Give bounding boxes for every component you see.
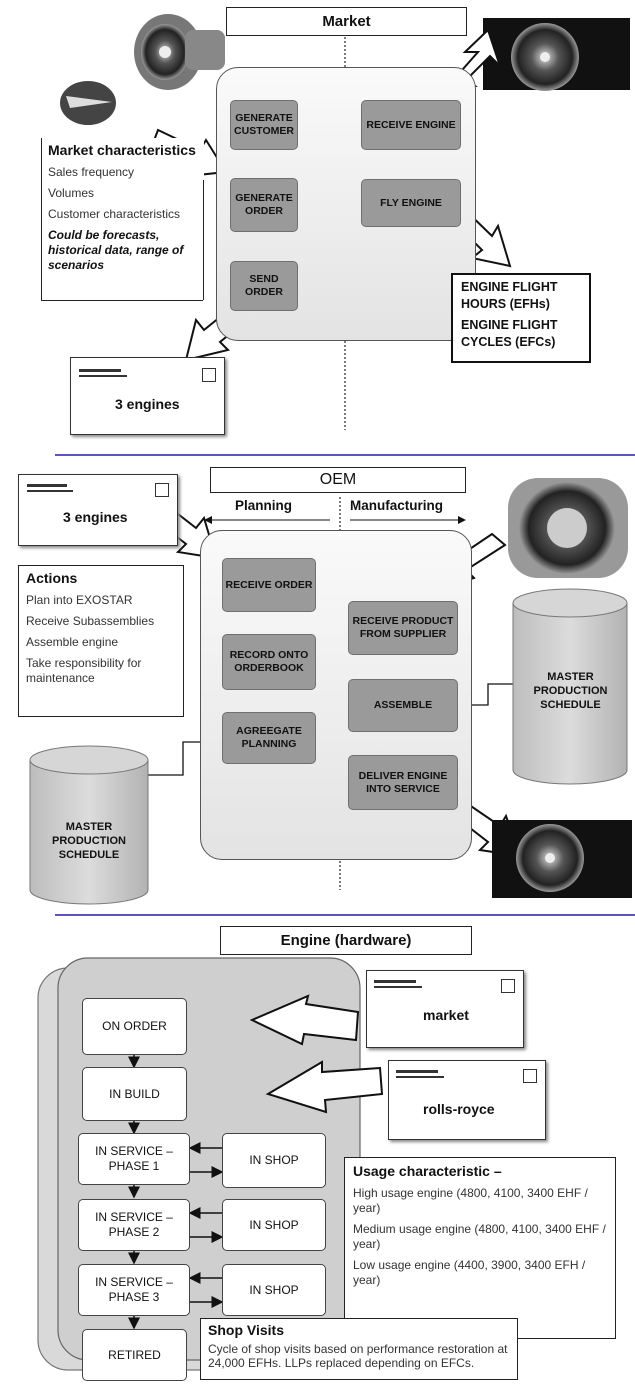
market-characteristics-title: Market characteristics [48,142,196,158]
mc-box-border-bottom [41,300,203,301]
usage-item-medium: Medium usage engine (4800, 4100, 3400 EH… [353,1222,606,1251]
shop-3[interactable]: IN SHOP [222,1264,326,1316]
usage-title: Usage characteristic [353,1163,490,1179]
envelope-market: market [366,970,524,1048]
box-receive-order[interactable]: RECEIVE ORDER [222,558,316,612]
box-generate-order[interactable]: GENERATE ORDER [230,178,298,232]
action-item-4: Take responsibility for maintenance [26,656,142,685]
action-item-2: Receive Subassemblies [26,614,155,628]
efc-label: ENGINE FLIGHT CYCLES (EFCs) [461,318,558,349]
planning-label: Planning [235,498,292,513]
state-in-service-phase-2[interactable]: IN SERVICE – PHASE 2 [78,1199,190,1251]
pratt-whitney-logo [60,81,116,125]
shop-visits-title: Shop Visits [208,1322,284,1338]
state-in-build[interactable]: IN BUILD [82,1067,187,1121]
address-line [374,986,422,988]
box-send-order[interactable]: SEND ORDER [230,261,298,311]
address-line [396,1076,444,1078]
state-in-service-phase-1[interactable]: IN SERVICE – PHASE 1 [78,1133,190,1185]
usage-item-high: High usage engine (4800, 4100, 3400 EHF … [353,1186,588,1215]
usage-title-row: Usage characteristic – [353,1163,502,1179]
box-fly-engine[interactable]: FLY ENGINE [361,179,461,227]
efh-efc-box: ENGINE FLIGHT HOURS (EFHs) ENGINE FLIGHT… [451,273,591,363]
market-title: Market [226,7,467,36]
engine-image-top [134,14,225,90]
address-line [27,490,73,492]
box-deliver-engine-into-service[interactable]: DELIVER ENGINE INTO SERVICE [348,755,458,810]
box-record-onto-orderbook[interactable]: RECORD ONTO ORDERBOOK [222,634,316,690]
mps-cylinder-left [29,745,149,905]
actions-title: Actions [26,570,78,586]
envelope-3-engines-market: 3 engines [70,357,225,435]
engine-fan-image [508,478,628,578]
state-in-service-phase-3[interactable]: IN SERVICE – PHASE 3 [78,1264,190,1316]
address-line [79,375,127,377]
manufacturing-label: Manufacturing [350,498,443,513]
envelope-label: 3 engines [63,509,128,525]
actions-box: Actions Plan into EXOSTAR Receive Subass… [18,565,184,717]
efh-label: ENGINE FLIGHT HOURS (EFHs) [461,280,558,311]
hollow-arrow-market-env [249,994,360,1046]
market-characteristics-box: Market characteristics Sales frequency V… [42,138,204,298]
mc-item-1: Sales frequency [48,165,135,179]
shop-visits-text: Cycle of shop visits based on performanc… [208,1342,508,1370]
address-line [79,369,121,372]
address-line [396,1070,438,1073]
envelope-label: rolls-royce [423,1101,495,1117]
address-line [27,484,67,487]
envelope-label: 3 engines [115,396,180,412]
oem-title: OEM [210,467,466,493]
state-retired[interactable]: RETIRED [82,1329,187,1381]
shop-2[interactable]: IN SHOP [222,1199,326,1251]
state-on-order[interactable]: ON ORDER [82,998,187,1055]
mc-item-2: Volumes [48,186,95,200]
envelope-label: market [423,1007,469,1023]
box-receive-product-from-supplier[interactable]: RECEIVE PRODUCT FROM SUPPLIER [348,601,458,655]
engine-title: Engine (hardware) [220,926,472,955]
address-line [374,980,416,983]
mc-note: Could be forecasts, historical data, ran… [48,228,184,272]
shop-visits-box: Shop Visits Cycle of shop visits based o… [200,1318,518,1380]
mc-box-border [41,138,42,300]
hollow-arrow-rr-env [265,1060,384,1114]
usage-item-low: Low usage engine (4400, 3900, 3400 EFH /… [353,1258,586,1287]
stamp-icon [202,368,216,382]
stamp-icon [501,979,515,993]
action-item-3: Assemble engine [26,635,119,649]
envelope-rolls-royce: rolls-royce [388,1060,546,1140]
envelope-3-engines-oem: 3 engines [18,474,178,546]
box-receive-engine[interactable]: RECEIVE ENGINE [361,100,461,150]
shop-1[interactable]: IN SHOP [222,1133,326,1188]
box-agreegate-planning[interactable]: AGREEGATE PLANNING [222,712,316,764]
mps-cylinder-right [512,588,628,785]
usage-characteristic-box: Usage characteristic – High usage engine… [344,1157,616,1339]
mc-box-border-right [203,180,204,300]
engine-photo-top-right [483,18,630,91]
action-item-1: Plan into EXOSTAR [26,593,133,607]
stamp-icon [523,1069,537,1083]
engine-photo-oem [492,820,632,898]
mps-label-right: MASTER PRODUCTION SCHEDULE [533,671,608,711]
mps-label-left: MASTER PRODUCTION SCHEDULE [52,821,126,861]
mc-item-3: Customer characteristics [48,207,181,221]
box-assemble[interactable]: ASSEMBLE [348,679,458,732]
stamp-icon [155,483,169,497]
box-generate-customer[interactable]: GENERATE CUSTOMER [230,100,298,150]
